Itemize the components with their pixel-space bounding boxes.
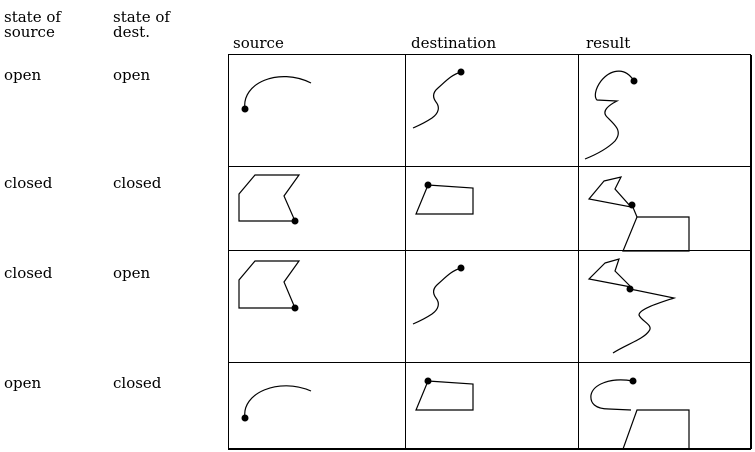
header-state-of-dest: state of dest. xyxy=(113,8,170,41)
cell-r3-source xyxy=(229,251,406,363)
row3-source-state: closed xyxy=(4,264,53,282)
cell-r2-destination xyxy=(406,167,579,251)
cell-r2-source xyxy=(229,167,406,251)
row1-dest-state: open xyxy=(113,66,151,84)
row4-source-state: open xyxy=(4,374,42,392)
cell-r3-result xyxy=(579,251,752,363)
open-arc-figure xyxy=(241,76,312,113)
row4-dest-state: closed xyxy=(113,374,162,392)
cell-r4-destination xyxy=(406,363,579,449)
header-state-of-source: state of source xyxy=(4,8,61,41)
cell-r1-result xyxy=(579,55,752,167)
joined-open-closed-result-figure xyxy=(590,377,690,450)
closed-trapezoid-figure xyxy=(415,377,474,411)
row2-dest-state: closed xyxy=(113,174,162,192)
joined-open-result-figure xyxy=(584,70,638,160)
joined-mixed-result-figure xyxy=(587,258,677,354)
open-squiggle-figure xyxy=(412,264,465,325)
row2-source-state: closed xyxy=(4,174,53,192)
row1-source-state: open xyxy=(4,66,42,84)
open-squiggle-figure xyxy=(412,68,465,129)
open-arc-figure xyxy=(241,385,312,422)
cell-r3-destination xyxy=(406,251,579,363)
row3-dest-state: open xyxy=(113,264,151,282)
closed-polygon-figure xyxy=(238,174,301,225)
joined-closed-result-figure xyxy=(587,176,690,252)
header-destination: destination xyxy=(411,34,497,52)
header-result: result xyxy=(586,34,631,52)
figure-grid xyxy=(228,54,752,450)
cell-r2-result xyxy=(579,167,752,252)
closed-polygon-figure xyxy=(238,260,301,312)
cell-r4-source xyxy=(229,363,406,449)
cell-r1-destination xyxy=(406,55,579,167)
cell-r4-result xyxy=(579,363,752,450)
closed-trapezoid-figure xyxy=(415,181,474,215)
cell-r1-source xyxy=(229,55,406,167)
header-source: source xyxy=(233,34,284,52)
